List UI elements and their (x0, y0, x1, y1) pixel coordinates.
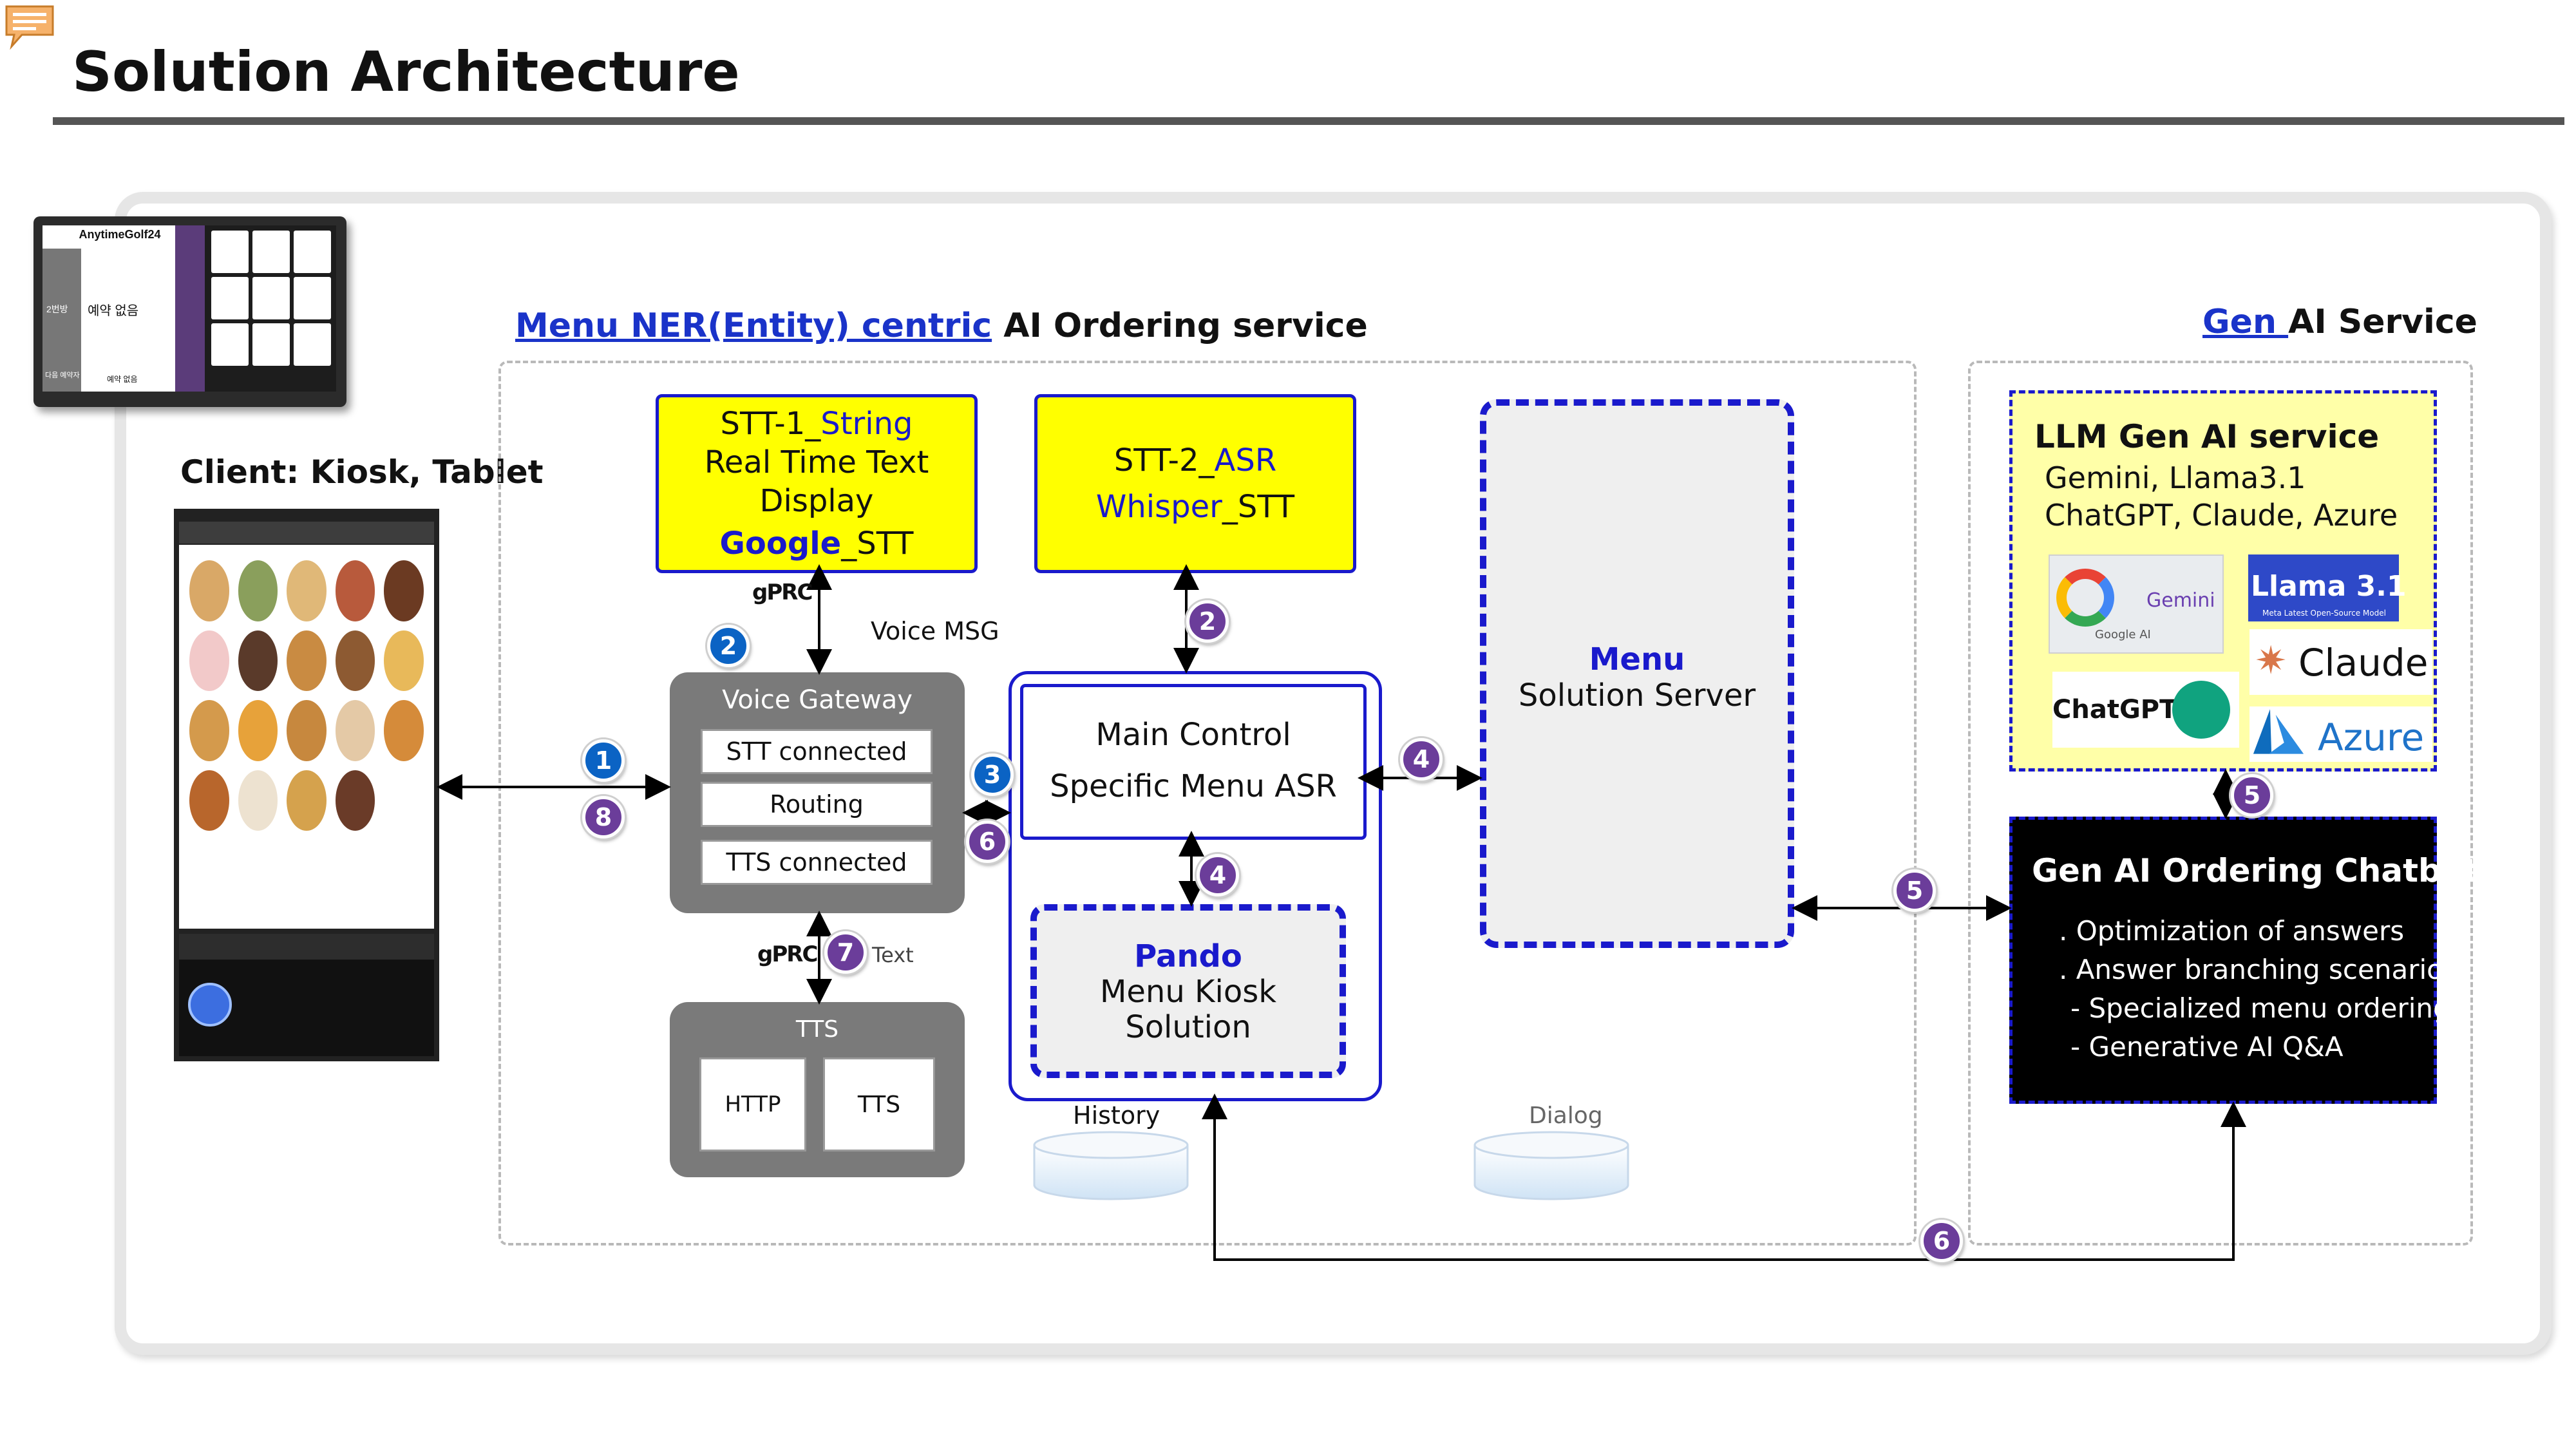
comment-icon[interactable] (3, 3, 57, 50)
kiosk-thumbnail: AnytimeGolf24 2번방 예약 없음 다음 예약자 예약 없음 (33, 216, 346, 407)
chatgpt-logo: ChatGPT (2052, 672, 2239, 748)
menu-service-link[interactable]: Menu NER(Entity) centric (515, 307, 992, 345)
menu-ner-region (498, 361, 1917, 1245)
step-badge-1: 1 (582, 739, 625, 782)
stt1-box: STT-1_String Real Time Text Display Goog… (656, 394, 978, 573)
chatbot-title: Gen AI Ordering Chatbot (2032, 852, 2479, 889)
routing: Routing (701, 782, 933, 827)
gemini-logo: Gemini Google AI (2049, 554, 2224, 654)
step-badge-3: 3 (971, 753, 1014, 796)
llm-line1: Gemini, Llama3.1 (2045, 460, 2306, 495)
llm-line2: ChatGPT, Claude, Azure (2045, 498, 2398, 533)
tts-connected: TTS connected (701, 840, 933, 885)
claude-star-icon: ✷ (2255, 638, 2287, 683)
chatbot-item-2: . Answer branching scenarios (2059, 954, 2458, 985)
tts-item: TTS (823, 1057, 935, 1151)
chatbot-item-4: - Generative AI Q&A (2070, 1031, 2344, 1063)
http-item: HTTP (699, 1057, 806, 1151)
grpc-label-1: gPRC (752, 580, 813, 605)
pando-box: Pando Menu Kiosk Solution (1030, 904, 1346, 1078)
history-label: History (1073, 1101, 1160, 1130)
tablet-screenshot (174, 509, 439, 1061)
gen-service-title: Gen AI Service (2202, 303, 2477, 341)
tts-title: TTS (795, 1016, 839, 1043)
dialog-label: Dialog (1529, 1103, 1603, 1129)
grpc-label-2: gPRC (757, 942, 818, 967)
stt2-box: STT-2_ASR Whisper_STT (1034, 394, 1356, 573)
kiosk-side-label: 2번방 (46, 304, 68, 314)
step-badge-7: 7 (824, 931, 867, 974)
step-badge-5-right: 5 (2231, 774, 2273, 817)
voice-gateway-title: Voice Gateway (722, 685, 913, 715)
step-badge-5-left: 5 (1893, 869, 1936, 912)
kiosk-next-status: 예약 없음 (107, 375, 138, 384)
step-badge-8: 8 (582, 796, 625, 838)
main-control-box: Main Control Specific Menu ASR (1020, 684, 1367, 840)
step-badge-2-blue: 2 (707, 625, 750, 667)
kiosk-next-label: 다음 예약자 (45, 372, 80, 379)
llama-logo: Llama 3.1 Meta Latest Open-Source Model (2248, 554, 2407, 621)
gen-service-link[interactable]: Gen (2202, 303, 2289, 341)
kiosk-status: 예약 없음 (88, 304, 139, 318)
page-title: Solution Architecture (72, 40, 740, 104)
chatbot-item-3: - Specialized menu ordering (2070, 992, 2450, 1024)
claude-logo: ✷ Claude (2249, 629, 2432, 695)
llm-title: LLM Gen AI service (2034, 418, 2380, 455)
llm-box: LLM Gen AI service Gemini, Llama3.1 Chat… (2009, 390, 2437, 772)
azure-logo: Azure (2249, 706, 2432, 762)
stt-connected: STT connected (701, 729, 933, 774)
azure-icon (2253, 709, 2304, 754)
kiosk-brand: AnytimeGolf24 (79, 228, 161, 241)
text-label: Text (872, 943, 914, 967)
menu-solution-server: Menu Solution Server (1480, 399, 1794, 948)
menu-service-title: Menu NER(Entity) centric AI Ordering ser… (515, 307, 1368, 345)
chatbot-item-1: . Optimization of answers (2059, 915, 2405, 947)
step-badge-6-bottom: 6 (1920, 1220, 1963, 1262)
chatbot-box: Gen AI Ordering Chatbot . Optimization o… (2009, 817, 2479, 1104)
dialog-database-icon (1473, 1131, 1629, 1200)
openai-icon (2172, 681, 2230, 739)
voice-gateway: Voice Gateway STT connected Routing TTS … (670, 672, 965, 913)
step-badge-2: 2 (1186, 600, 1229, 643)
tts-box: TTS HTTP TTS (670, 1002, 965, 1177)
title-divider (53, 117, 2564, 125)
history-database-icon (1033, 1131, 1189, 1200)
voice-msg-label: Voice MSG (871, 617, 999, 645)
step-badge-4-top: 4 (1400, 738, 1443, 781)
step-badge-4-bottom: 4 (1197, 854, 1239, 896)
microphone-icon[interactable] (188, 983, 232, 1027)
client-label: Client: Kiosk, Tablet (180, 453, 544, 491)
step-badge-6-left: 6 (966, 820, 1009, 863)
